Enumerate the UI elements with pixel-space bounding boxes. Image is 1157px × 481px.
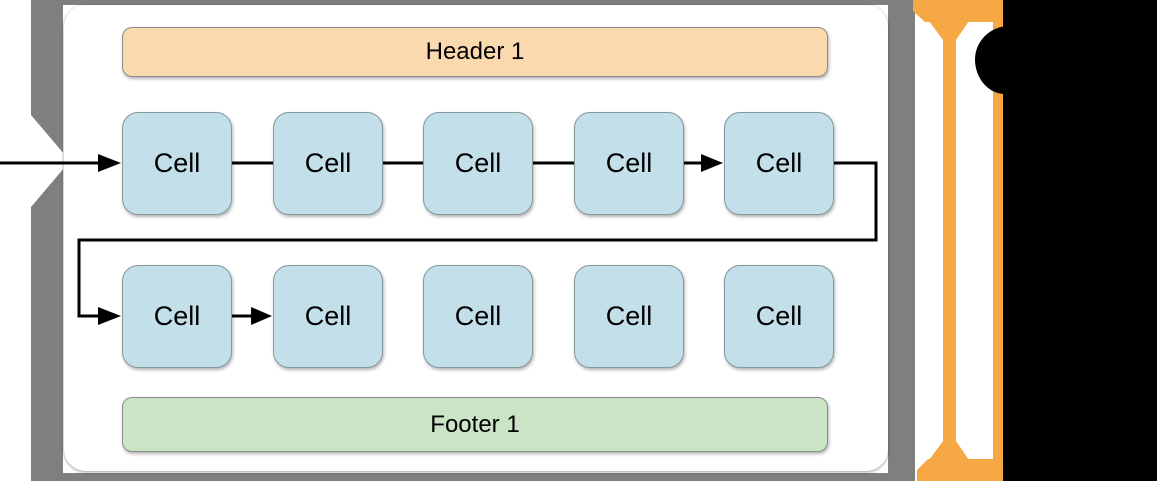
cell: Cell [423,112,533,215]
content-area: Header 1 Cell Cell Cell Cell Cell Cell C… [64,5,888,471]
down-arrowhead-icon [929,441,969,460]
footer-view: Footer 1 [122,397,828,452]
viewport-frame-top [31,0,915,5]
cell-label: Cell [454,301,502,331]
cell: Cell [122,112,232,215]
header-view: Header 1 [122,27,828,77]
cell: Cell [724,265,834,368]
up-arrowhead-icon [929,21,969,40]
cell: Cell [122,265,232,368]
indicator-bottom-cap [917,459,1003,481]
cell-label: Cell [153,148,201,178]
footer-label: Footer 1 [430,410,520,438]
cell-label: Cell [153,301,201,331]
viewport-frame-bottom [31,473,915,481]
cell: Cell [574,112,684,215]
viewport-frame-right [888,0,915,481]
cell-label: Cell [605,301,653,331]
cell-label: Cell [304,301,352,331]
cell-label: Cell [755,301,803,331]
cell: Cell [724,112,834,215]
cell-label: Cell [454,148,502,178]
cell: Cell [423,265,533,368]
cell: Cell [273,112,383,215]
cell: Cell [273,265,383,368]
cell-label: Cell [304,148,352,178]
cell: Cell [574,265,684,368]
black-panel [1003,0,1157,481]
cell-label: Cell [605,148,653,178]
indicator-shaft [943,36,956,445]
indicator-top-cap [913,0,1003,22]
header-label: Header 1 [425,38,525,65]
cell-label: Cell [755,148,803,178]
viewport-frame-left [31,0,63,481]
